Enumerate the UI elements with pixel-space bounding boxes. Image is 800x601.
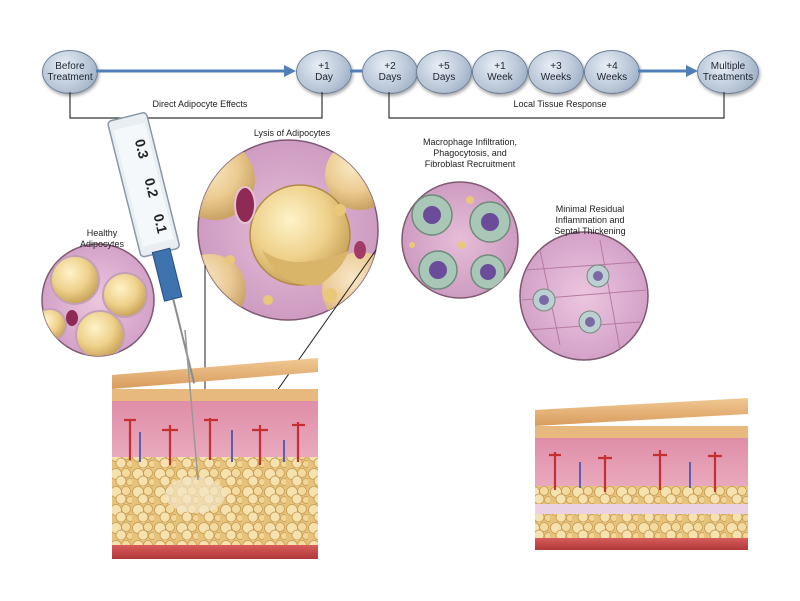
node-label: Multiple Treatments xyxy=(702,61,754,83)
syringe-mark-0-2: 0.2 xyxy=(141,176,161,199)
bracket-label-direct: Direct Adipocyte Effects xyxy=(152,99,248,109)
residual-inflammation-circle xyxy=(519,231,649,361)
skin-block-before xyxy=(112,358,318,559)
macrophage-circle xyxy=(401,181,519,299)
timeline-node-before-treatment: Before Treatment xyxy=(42,50,98,94)
caption-lysis: Lysis of Adipocytes xyxy=(253,128,331,138)
syringe-mark-0-1: 0.1 xyxy=(150,212,170,235)
timeline-node-plus-4-weeks: +4 Weeks xyxy=(584,50,640,94)
timeline-arrows xyxy=(96,65,698,77)
caption-residual: Minimal Residual Inflammation and Septal… xyxy=(554,204,626,236)
node-label: +3 Weeks xyxy=(540,61,572,83)
timeline-node-multiple-treatments: Multiple Treatments xyxy=(697,50,759,94)
timeline-node-plus-5-days: +5 Days xyxy=(416,50,472,94)
skin-block-after xyxy=(535,398,748,550)
timeline-node-plus-3-weeks: +3 Weeks xyxy=(528,50,584,94)
node-label: +1 Day xyxy=(315,61,333,83)
lysis-adipocytes-circle xyxy=(197,139,379,321)
node-label: +2 Days xyxy=(378,61,402,83)
bracket-label-local: Local Tissue Response xyxy=(513,99,607,109)
caption-macrophage: Macrophage Infiltration, Phagocytosis, a… xyxy=(422,137,518,169)
timeline-node-plus-1-week: +1 Week xyxy=(472,50,528,94)
node-label: +4 Weeks xyxy=(596,61,628,83)
node-label: +5 Days xyxy=(432,61,456,83)
healthy-adipocytes-circle xyxy=(41,243,155,357)
timeline-brackets xyxy=(69,92,725,119)
node-label: +1 Week xyxy=(487,61,513,83)
caption-healthy: Healthy Adipocytes xyxy=(79,228,125,249)
node-label: Before Treatment xyxy=(47,61,93,83)
syringe-mark-0-3: 0.3 xyxy=(132,137,152,160)
syringe: 0.3 0.2 0.1 xyxy=(107,112,199,481)
